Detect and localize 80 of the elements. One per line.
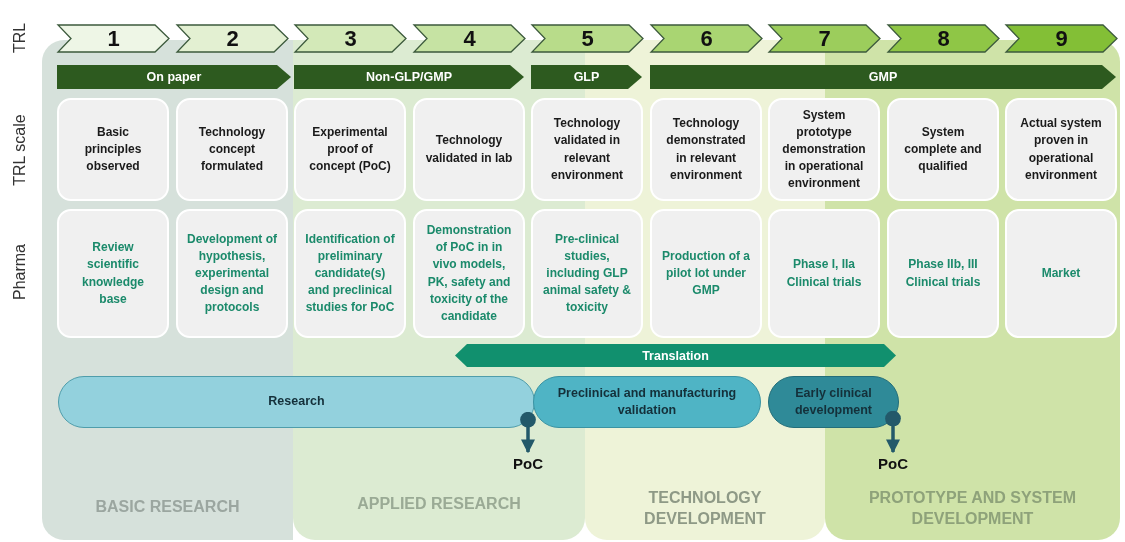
phase-title: PROTOTYPE AND SYSTEM DEVELOPMENT [867,488,1078,530]
pill-label: Early clinical development [793,384,874,419]
description-card [176,98,288,201]
pill-label: Preclinical and manufacturing validation [556,384,738,419]
phase-title: BASIC RESEARCH [94,497,241,518]
phase-title: TECHNOLOGY DEVELOPMENT [643,488,767,530]
description-card [650,98,762,201]
level-tab [413,24,526,53]
bar-label: Translation [642,348,709,363]
description-card [176,209,288,338]
step-number: 1 [107,27,120,50]
card-text: System complete and qualified [903,123,983,175]
stage-banner [57,65,291,89]
step-number: 2 [226,27,239,50]
description-card [768,98,880,201]
level-tab [1005,24,1118,53]
card-text: Phase I, IIa Clinical trials [785,256,863,291]
step-number: 9 [1055,27,1068,50]
banner-label: On paper [146,70,202,84]
description-card [531,209,643,338]
card-text: Technology concept formulated [197,123,267,175]
card-text: Market [1041,265,1081,282]
description-card [294,209,406,338]
description-card [294,98,406,201]
description-card [413,98,525,201]
stage-banner [650,65,1116,89]
description-card [650,209,762,338]
card-text: Demonstration of PoC in in vivo models, PK, safety and toxicity of the candidate [425,222,513,325]
row-label: TRL scale [11,114,29,186]
banner-label: GMP [868,70,898,84]
description-card [531,98,643,201]
step-number: 8 [937,27,950,50]
stage-banner [294,65,524,89]
card-text: System prototype demonstration in operational environment [781,106,867,193]
milestone-label: PoC [513,454,543,472]
description-card [887,98,999,201]
milestone-label: PoC [878,454,908,472]
level-tab [650,24,763,53]
step-number: 3 [344,27,357,50]
card-text: Experimental proof of concept (PoC) [308,123,392,175]
row-label: TRL [11,22,29,54]
card-text: Technology validated in lab [424,132,514,167]
phase-pill [58,376,535,428]
card-text: Development of hypothesis, experimental design and protocols [187,230,277,317]
card-text: Production of a pilot lot under GMP [661,247,751,299]
level-tab [887,24,1000,53]
level-tab [531,24,644,53]
card-text: Actual system proven in operational environment [1019,115,1103,184]
phase-title: APPLIED RESEARCH [356,494,522,515]
step-number: 7 [818,27,831,50]
card-text: Technology demonstrated in relevant environment [665,115,747,184]
description-card [1005,98,1117,201]
level-tab [57,24,170,53]
level-tab [176,24,289,53]
row-label: Pharma [11,244,29,300]
description-card [768,209,880,338]
card-text: Phase IIb, III Clinical trials [904,256,982,291]
level-tab [768,24,881,53]
banner-label: GLP [573,70,600,84]
card-text: Technology validated in relevant environment [550,115,624,184]
arrow [520,411,536,454]
description-card [413,209,525,338]
card-text: Review scientific knowledge base [81,239,145,308]
pill-label: Research [268,393,325,411]
card-text: Basic principles observed [83,123,143,175]
description-card [57,209,169,338]
card-text: Identification of preliminary candidate(s) and preclinical studies for PoC [305,230,395,317]
description-card [1005,209,1117,338]
arrow [885,410,901,454]
card-text: Pre-clinical studies, including GLP animal safety & toxicity [542,230,632,317]
step-number: 4 [463,27,476,50]
level-tab [294,24,407,53]
banner-label: Non-GLP/GMP [365,70,453,84]
description-card [887,209,999,338]
description-card [57,98,169,201]
stage-banner [531,65,642,89]
phase-pill [533,376,761,428]
phase-pill [768,376,899,428]
step-number: 5 [581,27,594,50]
step-number: 6 [700,27,713,50]
